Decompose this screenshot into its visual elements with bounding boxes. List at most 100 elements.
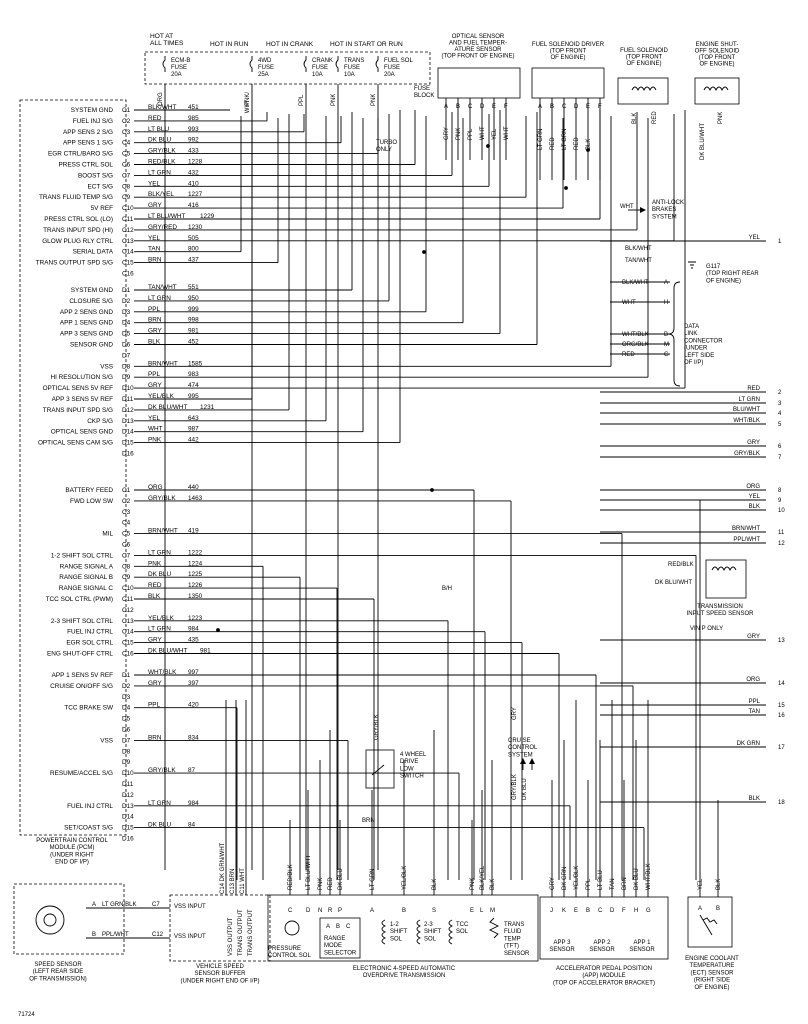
pcm-pin: D14 (122, 429, 134, 436)
fuel-driver-label: FUEL SOLENOID DRIVER (532, 42, 605, 48)
pcm-pin: C7 (122, 172, 131, 179)
pcm-function: CLOSURE S/G (69, 298, 113, 305)
circuit-number: 999 (188, 306, 199, 313)
pcm-function: TCC BRAKE SW (64, 705, 114, 712)
wire-color: BLU/WHT (733, 407, 760, 413)
pcm-pin: C15 (122, 640, 134, 647)
pcm-pin: D5 (122, 716, 131, 723)
circuit-number: 474 (188, 382, 199, 389)
wire-color: WHT (480, 126, 486, 140)
g117-label: G117 (706, 264, 721, 270)
pcm-function: APP 2 SENS GND (60, 309, 114, 316)
wire-color: WHT/BLK (733, 418, 760, 424)
pcm-pin: C3 (122, 129, 131, 136)
ect-label: ENGINE COOLANT (685, 956, 739, 962)
wire-color: GRY/BLK (512, 774, 518, 800)
diagram-id: 71724 (18, 1012, 35, 1018)
pcm-function: BOOST S/G (78, 172, 113, 179)
pcm-pin: C14 (122, 629, 134, 636)
pcm-function: TRANS INPUT SPD (HI) (43, 227, 113, 234)
diagram-frame (13, 51, 747, 962)
offpage-number: 6 (778, 444, 782, 450)
fuse-hot-label: HOT AT (150, 33, 173, 40)
abs-label: BRAKES (652, 207, 676, 213)
transmission-box (267, 894, 539, 962)
cruise-label: SYSTEM (508, 752, 533, 758)
pcm-pin: D16 (122, 451, 134, 458)
wire-color: BLK (432, 879, 438, 890)
transmission-label: OVERDRIVE TRANSMISSION (363, 973, 446, 979)
cruise-label: CONTROL (508, 745, 538, 751)
pcm-pin: C1 (122, 107, 131, 114)
pcm-pin: C5 (122, 531, 131, 538)
shutoff-coil-icon (703, 86, 729, 92)
wire-color: BRN (148, 317, 162, 324)
pcm-pin: D1 (122, 287, 131, 294)
pcm-function: HI RESOLUTION S/G (51, 374, 114, 381)
pcm-function: TRANS INPUT SPD S/G (43, 407, 113, 414)
splice-dot (422, 250, 426, 254)
pcm-pin: D12 (122, 407, 134, 414)
pcm-pin: D2 (122, 683, 131, 690)
wire-color: YEL (749, 235, 761, 241)
circuit-number: 993 (188, 126, 199, 133)
pcm-pin: C6 (122, 542, 131, 549)
shift23-label: SHIFT (424, 929, 442, 935)
circuit-number: 440 (188, 484, 199, 491)
shift12-label: 1-2 (390, 922, 399, 928)
four-wd-switch-label: 4 WHEEL (400, 752, 427, 758)
connector-pin: C (468, 104, 473, 110)
wire-color: BLK/WHT (148, 104, 177, 111)
wire-color: GRY/RED (148, 224, 177, 231)
fuel-solenoid-label: OF ENGINE) (626, 61, 661, 67)
vss-input-label: VSS INPUT (174, 904, 206, 910)
pcm-function: APP 3 SENS GND (60, 331, 114, 338)
offpage-number: 5 (778, 422, 782, 428)
wire-color: PPL/WHT (733, 537, 760, 543)
connector-pin: G (664, 352, 669, 358)
shutoff-label: OF ENGINE) (699, 62, 734, 68)
abs-label: SYSTEM (652, 214, 677, 220)
pcm-pin: C10 (122, 585, 134, 592)
optical-sensor-label: OPTICAL SENSOR (452, 34, 505, 40)
connector-pin: B (716, 906, 720, 912)
wire-color: BRN (362, 818, 375, 824)
connector-pin: C (562, 104, 567, 110)
fuse-name: 4WD (258, 58, 272, 64)
pcm-function: RANGE SIGNAL A (60, 563, 114, 570)
fuse-name: TRANS (344, 58, 364, 64)
connector-pin: A (370, 908, 374, 914)
pcm-function: CKP S/G (87, 418, 113, 425)
fuse-wire-color: PNK (371, 94, 377, 106)
connector-pin: B (402, 908, 406, 914)
wire-color: ORG (746, 677, 760, 683)
pcm-pin: D10 (122, 770, 134, 777)
wire-color: LT BLU/WHT (306, 855, 312, 890)
connector-pin: S (432, 908, 436, 914)
offpage-number: 9 (778, 498, 782, 504)
connector-pin: E (574, 908, 578, 914)
fuse-hot-label: HOT IN RUN (210, 41, 249, 48)
connector-pin: C (346, 924, 351, 930)
four-wd-switch-label: SWITCH (400, 774, 424, 780)
wire-color: TAN (610, 878, 616, 890)
pcm-function: OPTICAL SENS 5V REF (43, 385, 114, 392)
wire-color: PPL (148, 306, 161, 313)
connector-pin: A (664, 280, 668, 286)
fuse-wire-color: PNK (331, 94, 337, 106)
wire-color: TAN/WHT (148, 284, 177, 291)
abs-arrowhead (640, 207, 646, 213)
shutoff-solenoid-box (694, 77, 740, 105)
pcm-pin: C13 (122, 618, 134, 625)
shift12-label: SHIFT (390, 929, 408, 935)
app-sensor-label: APP 3 (554, 940, 572, 946)
speed-sensor-label: SPEED SENSOR (34, 962, 82, 968)
wire-color: GRY/BLK (148, 767, 176, 774)
connector-pin: C12 (152, 932, 164, 938)
circuit-number: 984 (188, 800, 199, 807)
wire-color: YEL (492, 128, 498, 140)
splice-dot (564, 186, 568, 190)
buffer-output-label: VSS OUTPUT (228, 917, 234, 956)
shift23-label: SOL (424, 936, 437, 942)
connector-pin: E (470, 908, 474, 914)
